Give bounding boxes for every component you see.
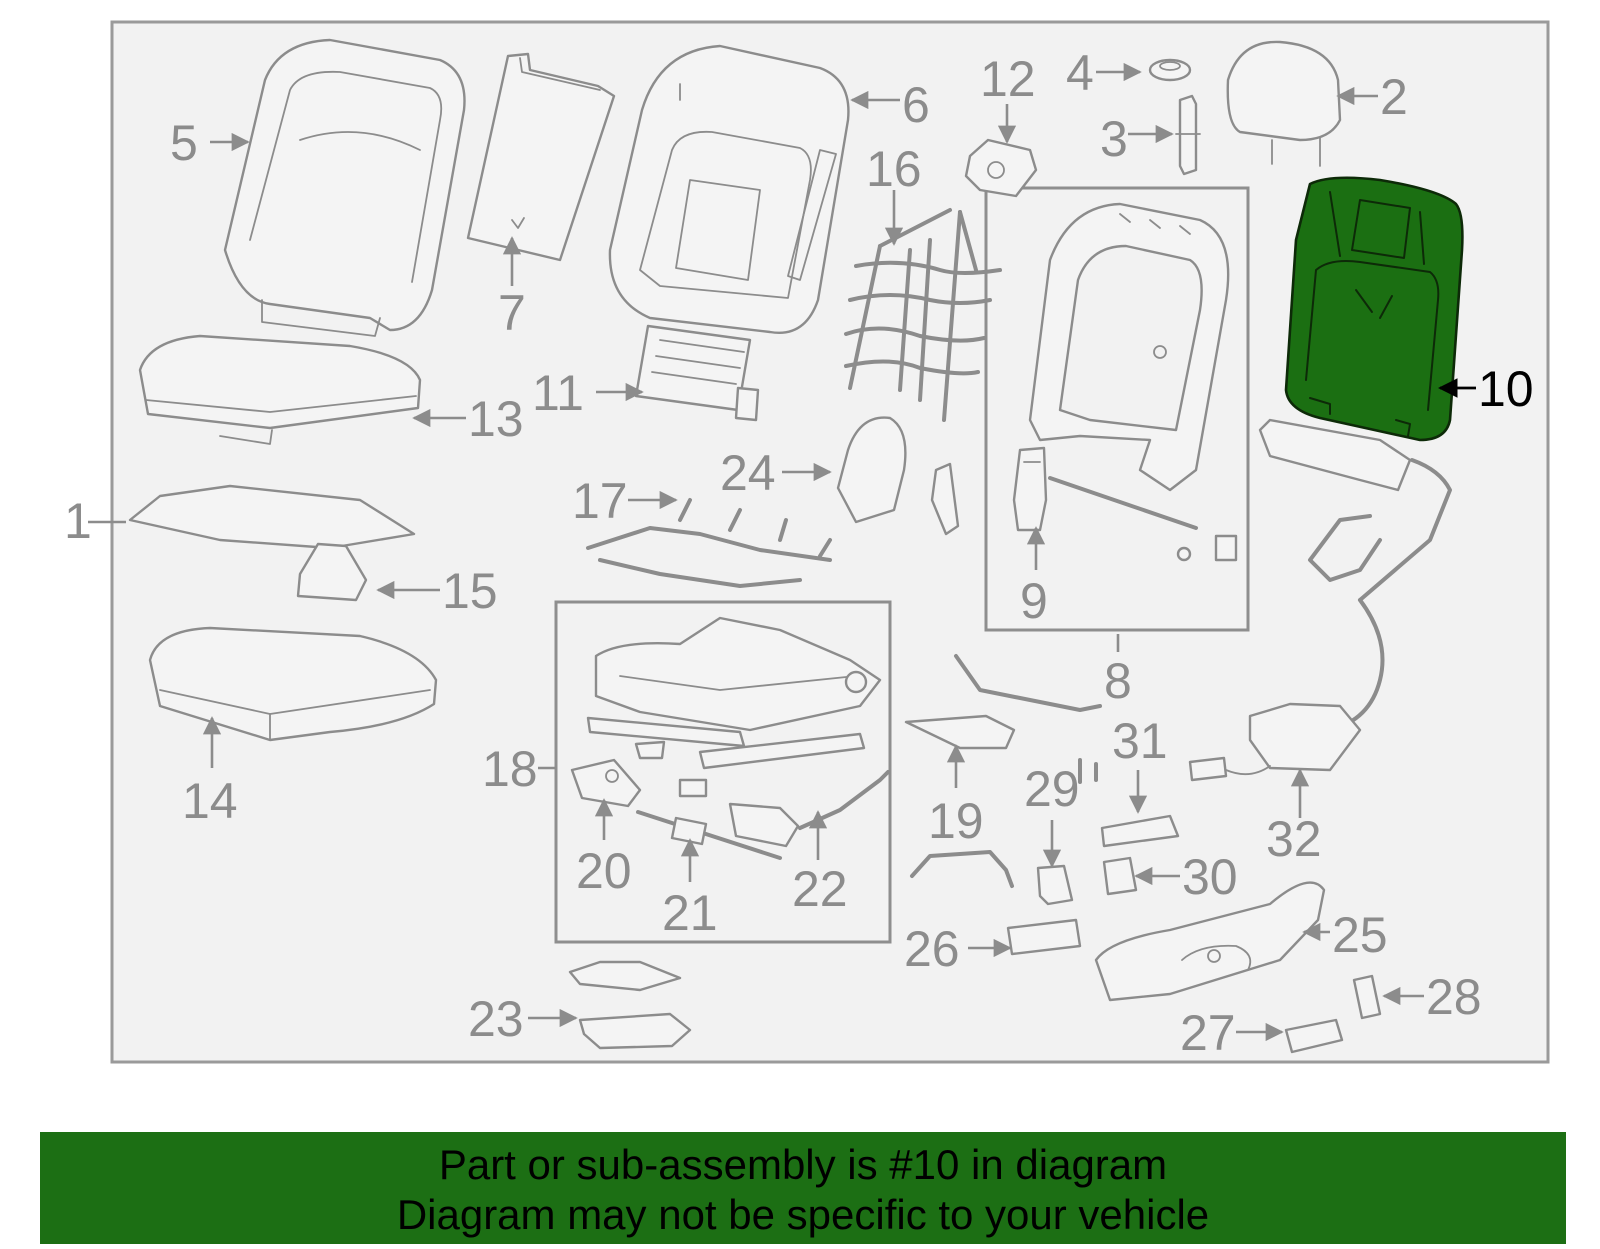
part-30-switch[interactable]	[1102, 856, 1138, 896]
callout-1: 1	[64, 493, 92, 549]
part-14-cushion-cover[interactable]	[148, 626, 438, 742]
callout-16: 16	[866, 141, 922, 197]
callout-27: 27	[1180, 1005, 1236, 1061]
banner-line-part: Part or sub-assembly is #10 in diagram	[438, 1141, 1168, 1188]
callout-11: 11	[532, 365, 584, 421]
part-16-spring-mat[interactable]	[844, 208, 1002, 422]
callout-26: 26	[904, 921, 960, 977]
part-12-bracket[interactable]	[964, 138, 1038, 198]
callout-labels: 1 2 3 4 5 6 7 8 9 10 11 12 13 14 15 16 1…	[64, 45, 1534, 1061]
part-3-headrest-guide[interactable]	[1175, 94, 1201, 176]
part-24-side-trim[interactable]	[836, 416, 960, 536]
part-11-lumbar[interactable]	[634, 324, 760, 422]
part-7-back-panel[interactable]	[466, 52, 616, 262]
callout-28: 28	[1426, 969, 1482, 1025]
callout-12: 12	[980, 51, 1036, 107]
part-23-module[interactable]	[568, 960, 692, 1050]
part-bracket-misc[interactable]	[1078, 758, 1098, 784]
callout-32: 32	[1266, 811, 1322, 867]
part-6-seatback-pad[interactable]	[608, 44, 850, 334]
callout-2: 2	[1380, 69, 1408, 125]
part-17-springs[interactable]	[586, 498, 832, 588]
banner-line-disclaimer: Diagram may not be specific to your vehi…	[396, 1191, 1210, 1238]
callout-13: 13	[468, 391, 524, 447]
part-20-motor[interactable]	[570, 758, 642, 808]
part-26-switch-bezel[interactable]	[910, 850, 1082, 956]
callout-15: 15	[442, 563, 498, 619]
callout-7: 7	[498, 285, 526, 341]
callout-10: 10	[1478, 361, 1534, 417]
callout-4: 4	[1066, 45, 1094, 101]
part-27-switch[interactable]	[1284, 1018, 1344, 1054]
callout-21: 21	[662, 885, 718, 941]
callout-30: 30	[1182, 849, 1238, 905]
callout-18: 18	[482, 741, 538, 797]
part-8-seatback-frame[interactable]	[1028, 202, 1230, 492]
callout-3: 3	[1100, 111, 1128, 167]
callout-19: 19	[928, 793, 984, 849]
callout-14: 14	[182, 773, 238, 829]
callout-17: 17	[572, 473, 628, 529]
part-31-clip[interactable]	[1100, 814, 1180, 848]
callout-20: 20	[576, 843, 632, 899]
callout-22: 22	[792, 861, 848, 917]
callout-31: 31	[1112, 713, 1168, 769]
part-13-cushion-pad[interactable]	[138, 334, 422, 445]
part-21-motor-shaft[interactable]	[636, 810, 782, 860]
part-18-seat-adjuster[interactable]	[586, 616, 882, 770]
part-32-module[interactable]	[1188, 702, 1362, 782]
part-2-headrest[interactable]	[1226, 40, 1342, 167]
part-10-seatback-panel[interactable]	[1284, 176, 1464, 442]
callout-8: 8	[1104, 653, 1132, 709]
part-25-side-shield[interactable]	[1094, 881, 1326, 1002]
part-28-knob[interactable]	[1352, 974, 1382, 1020]
callout-24: 24	[720, 445, 776, 501]
group-box-8	[984, 186, 1250, 632]
callout-25: 25	[1332, 907, 1388, 963]
callout-9: 9	[1020, 573, 1048, 629]
callout-5: 5	[170, 115, 198, 171]
leader-lines	[88, 62, 1476, 1042]
part-19-trim-panel[interactable]	[904, 654, 1102, 750]
part-18-clips[interactable]	[634, 740, 708, 798]
part-9-recliner-motor[interactable]	[1012, 446, 1238, 562]
callout-6: 6	[902, 77, 930, 133]
part-5-seatback-cover[interactable]	[223, 38, 466, 337]
info-banner: Part or sub-assembly is #10 in diagram D…	[40, 1132, 1566, 1244]
callout-29: 29	[1024, 761, 1080, 817]
callout-23: 23	[468, 991, 524, 1047]
part-15-seat-pan[interactable]	[128, 484, 416, 602]
part-4-grommet[interactable]	[1148, 58, 1192, 82]
